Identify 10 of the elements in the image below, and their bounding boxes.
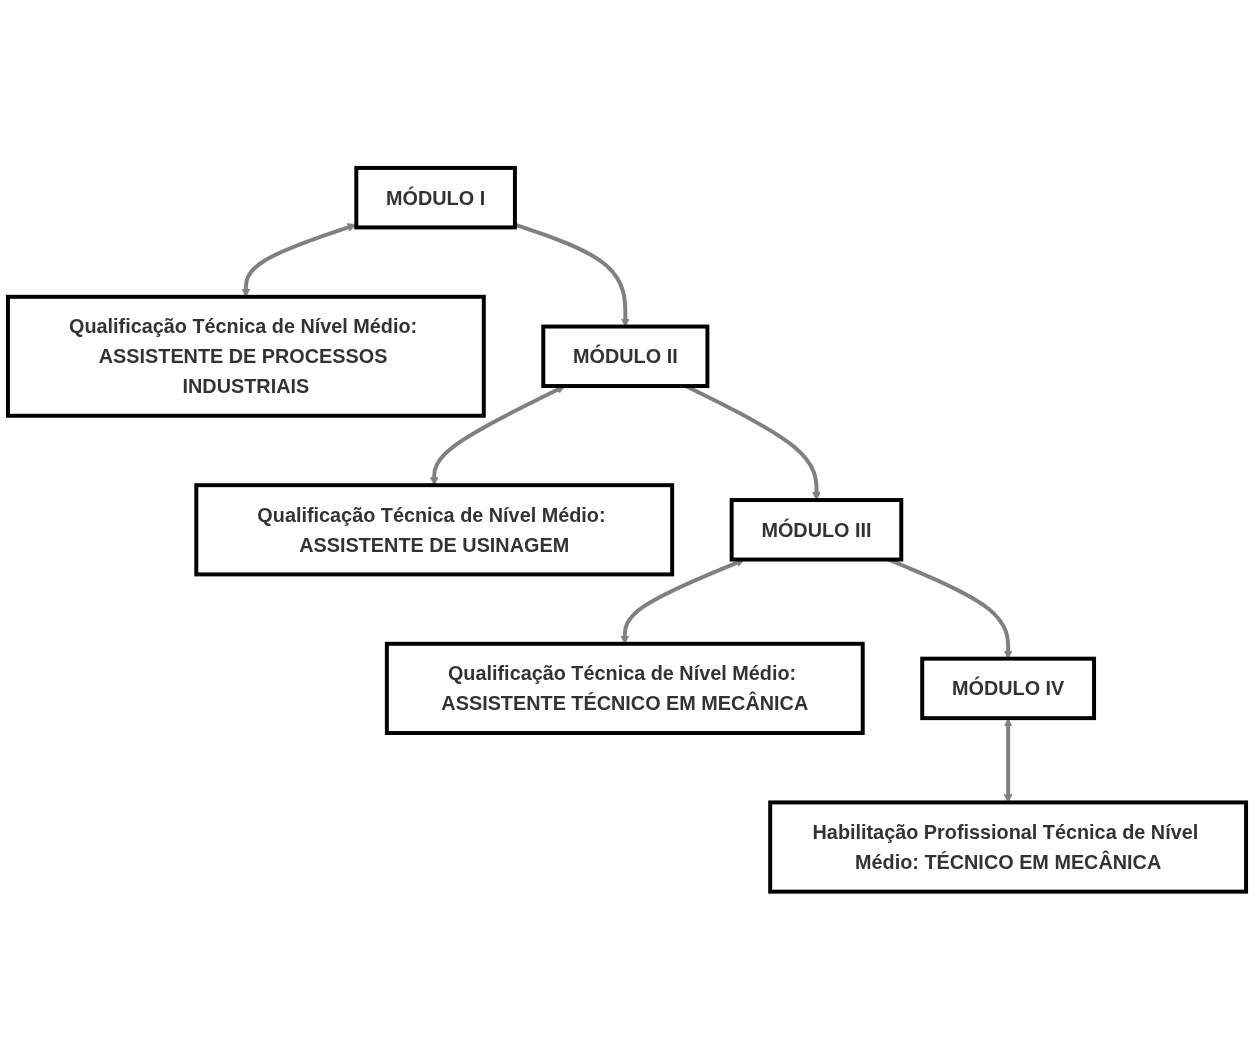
node-box: MÓDULO I [354,165,517,230]
node-box: Habilitação Profissional Técnica de Nível Médio: TÉCNICO EM MECÂNICA [768,800,1249,894]
node-box: MÓDULO IV [920,656,1097,720]
node-box: Qualificação Técnica de Nível Médio: ASSISTENTE DE USINAGEM [194,482,675,577]
arrow [1003,717,1013,803]
arrow [514,222,630,327]
node-box: MÓDULO II [541,324,710,388]
node-box: MÓDULO III [729,497,904,562]
node-box: Qualificação Técnica de Nível Médio: ASSISTENTE TÉCNICO EM MECÂNICA [384,641,865,735]
node-box: Qualificação Técnica de Nível Médio: ASSISTENTE DE PROCESSOS INDUSTRIAIS [5,294,486,418]
